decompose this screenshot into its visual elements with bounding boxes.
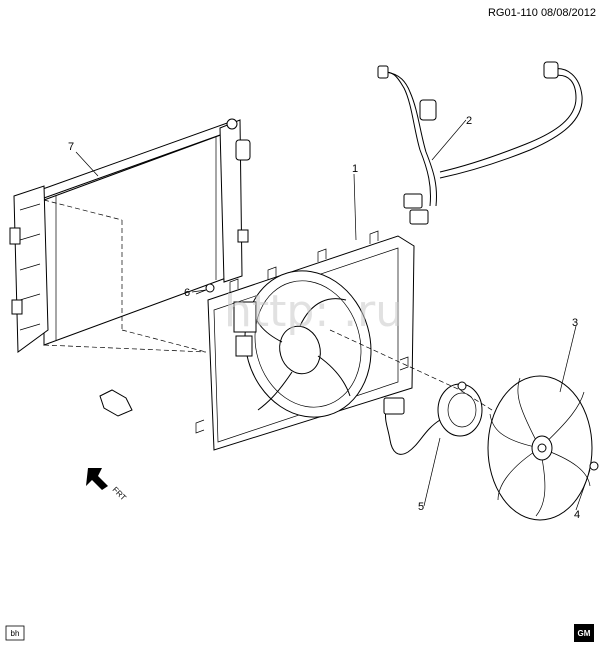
- diagram-reference: RG01-110 08/08/2012: [488, 7, 596, 19]
- svg-text:GM: GM: [578, 629, 591, 638]
- callout-1: 1: [352, 163, 358, 175]
- gm-logo: GM: [574, 624, 594, 642]
- callout-7: 7: [68, 141, 74, 153]
- svg-text:FRT: FRT: [111, 485, 128, 502]
- callout-5: 5: [418, 501, 424, 513]
- fan-nut: [589, 461, 599, 471]
- wiring-harness: [377, 61, 583, 225]
- front-direction-arrow: FRT: [86, 468, 128, 502]
- fan-blade: [487, 375, 593, 521]
- alignment-lines: [43, 199, 207, 353]
- callout-2: 2: [466, 115, 472, 127]
- radiator: [9, 118, 251, 353]
- mounting-bolt: [195, 283, 215, 295]
- leader-lines: [75, 119, 591, 511]
- callout-6: 6: [184, 287, 190, 299]
- clip-parts: [99, 389, 133, 417]
- callout-4: 4: [574, 509, 580, 521]
- footer-tag: bh: [5, 625, 25, 641]
- fan-motor: [383, 381, 483, 455]
- fan-shroud: [195, 230, 415, 451]
- callout-3: 3: [572, 317, 578, 329]
- svg-text:bh: bh: [11, 629, 20, 638]
- watermark: http: .ru: [224, 286, 403, 337]
